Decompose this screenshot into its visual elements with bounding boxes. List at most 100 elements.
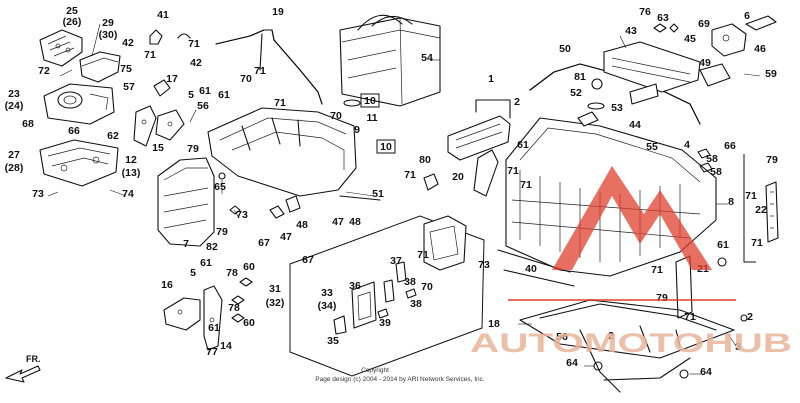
callout-71: 71 xyxy=(274,97,286,109)
part-clips-top xyxy=(149,29,191,97)
callout-22: 22 xyxy=(755,204,767,216)
callout-71: 71 xyxy=(144,49,156,61)
callout-57: 57 xyxy=(123,81,135,93)
callout-29: 29 xyxy=(102,17,114,29)
callout-15: 15 xyxy=(152,142,164,154)
callout-40: 40 xyxy=(525,263,537,275)
callout-28-alt: (28) xyxy=(5,162,24,174)
part-rail xyxy=(215,29,323,105)
callout-66: 66 xyxy=(68,125,80,137)
callout-76: 76 xyxy=(639,6,651,18)
part-cover-block xyxy=(79,51,121,83)
callout-47: 47 xyxy=(280,231,292,243)
callout-38: 38 xyxy=(404,276,416,288)
callout-42: 42 xyxy=(122,37,134,49)
callout-78: 78 xyxy=(226,267,238,279)
callout-71: 71 xyxy=(404,169,416,181)
callout-39: 39 xyxy=(379,317,391,329)
callout-67: 67 xyxy=(302,254,314,266)
callout-7: 7 xyxy=(183,238,189,250)
callout-3: 3 xyxy=(735,341,741,353)
callout-74: 74 xyxy=(122,188,134,200)
callout-58: 58 xyxy=(710,166,722,178)
callout-53: 53 xyxy=(611,102,623,114)
callout-20: 20 xyxy=(452,171,464,183)
callout-1: 1 xyxy=(488,73,494,85)
callout-73: 73 xyxy=(236,209,248,221)
part-top-rail-bar xyxy=(603,41,701,105)
front-direction-label: FR. xyxy=(26,354,41,364)
callout-35: 35 xyxy=(327,335,339,347)
callout-54: 54 xyxy=(421,52,433,64)
part-latch-20 xyxy=(423,149,499,197)
callout-73: 73 xyxy=(478,259,490,271)
callout-34-alt: (34) xyxy=(318,300,337,312)
callout-79: 79 xyxy=(187,143,199,155)
callout-5: 5 xyxy=(188,89,194,101)
callout-17: 17 xyxy=(166,73,178,85)
callout-61: 61 xyxy=(517,139,529,151)
callout-71: 71 xyxy=(651,264,663,276)
callout-71: 71 xyxy=(507,165,519,177)
callout-61: 61 xyxy=(717,239,729,251)
callout-8: 8 xyxy=(728,196,734,208)
callout-62: 62 xyxy=(107,130,119,142)
callout-16: 16 xyxy=(161,279,173,291)
part-tray-lower xyxy=(39,139,119,187)
part-lid-small xyxy=(333,261,417,335)
part-oval-grommet xyxy=(343,99,361,107)
callout-11: 11 xyxy=(366,112,377,124)
callout-71: 71 xyxy=(254,65,266,77)
callout-43: 43 xyxy=(625,25,637,37)
part-lock-hardware xyxy=(653,15,777,87)
part-housing-upper xyxy=(43,83,115,125)
part-fasteners-mid xyxy=(218,172,301,219)
callout-46: 46 xyxy=(754,43,766,55)
callout-18: 18 xyxy=(488,318,500,330)
callout-45: 45 xyxy=(684,33,696,45)
callout-2: 2 xyxy=(747,311,753,323)
callout-42: 42 xyxy=(190,57,202,69)
callout-31: 31 xyxy=(269,283,281,295)
callout-13-alt: (13) xyxy=(122,167,141,179)
callout-4: 4 xyxy=(684,139,690,151)
callout-79: 79 xyxy=(216,226,228,238)
callout-51: 51 xyxy=(372,188,384,200)
callout-71: 71 xyxy=(745,190,757,202)
callout-71: 71 xyxy=(520,179,532,191)
callout-81: 81 xyxy=(574,71,586,83)
callout-79: 79 xyxy=(656,292,668,304)
callout-5: 5 xyxy=(190,267,196,279)
callout-71: 71 xyxy=(188,38,200,50)
callout-26-alt: (26) xyxy=(63,16,82,28)
callout-56: 56 xyxy=(197,100,209,112)
callout-37: 37 xyxy=(390,255,402,267)
callout-72: 72 xyxy=(38,65,50,77)
callout-23: 23 xyxy=(8,88,20,100)
callout-68: 68 xyxy=(22,118,34,130)
callout-78: 78 xyxy=(228,302,240,314)
callout-38: 38 xyxy=(410,298,422,310)
part-side-panel xyxy=(447,99,511,161)
callout-30-alt: (30) xyxy=(99,29,118,41)
callout-box-10 xyxy=(376,139,396,154)
callout-60: 60 xyxy=(243,261,255,273)
callout-61: 61 xyxy=(199,85,211,97)
callout-79: 79 xyxy=(766,154,778,166)
callout-61: 61 xyxy=(208,322,220,334)
callout-82: 82 xyxy=(206,241,218,253)
part-fasteners-lower xyxy=(593,314,748,379)
callout-69: 69 xyxy=(698,18,710,30)
callout-66: 66 xyxy=(724,140,736,152)
callout-55: 55 xyxy=(646,141,658,153)
callout-12: 12 xyxy=(125,154,137,166)
callout-27: 27 xyxy=(8,149,20,161)
part-side-bracket xyxy=(743,154,779,263)
part-kit-box xyxy=(289,215,485,377)
callout-52: 52 xyxy=(570,87,582,99)
callout-67: 67 xyxy=(258,237,270,249)
callout-24-alt: (24) xyxy=(5,100,24,112)
callout-44: 44 xyxy=(629,119,641,131)
callout-70: 70 xyxy=(421,281,433,293)
